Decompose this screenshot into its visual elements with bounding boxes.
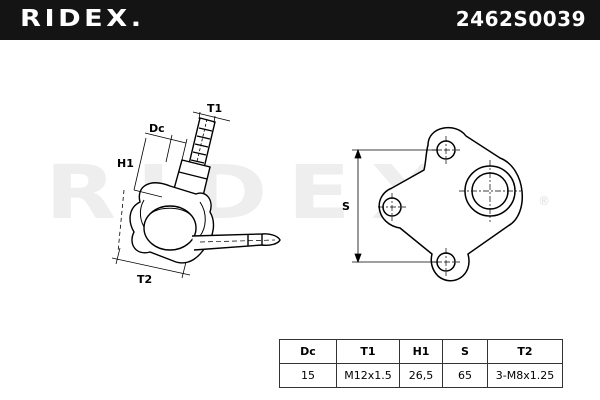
value-h1: 26,5	[399, 363, 443, 388]
value-t2: 3-M8x1.25	[487, 363, 563, 388]
label-t2: T2	[137, 273, 152, 286]
label-s: S	[342, 200, 350, 213]
specs-value-row: 15 M12x1.5 26,5 65 3-M8x1.25	[279, 363, 563, 388]
mounting-arm	[191, 233, 281, 251]
header-h1: H1	[399, 339, 443, 364]
label-dc: Dc	[149, 122, 165, 135]
value-t1: M12x1.5	[336, 363, 400, 388]
header-bar: RIDEX. 2462S0039	[0, 0, 600, 40]
header-t1: T1	[336, 339, 400, 364]
watermark-registered-mark: ®	[538, 194, 550, 208]
ball-housing	[143, 205, 197, 251]
value-s: 65	[442, 363, 488, 388]
specs-table: Dc T1 H1 S T2 15 M12x1.5 26,5 65 3-M8x1.…	[279, 339, 563, 388]
ridex-watermark: RIDEX	[45, 150, 462, 236]
specs-header-row: Dc T1 H1 S T2	[279, 339, 563, 364]
ridex-logo: RIDEX.	[20, 6, 145, 32]
header-dc: Dc	[279, 339, 337, 364]
header-s: S	[442, 339, 488, 364]
label-t1: T1	[207, 102, 222, 115]
part-number: 2462S0039	[455, 7, 586, 31]
threaded-stud	[188, 117, 216, 169]
header-t2: T2	[487, 339, 563, 364]
top-view: S	[342, 126, 523, 282]
s-dimension	[352, 148, 440, 264]
side-dimensions	[111, 111, 231, 279]
value-dc: 15	[279, 363, 337, 388]
label-h1: H1	[117, 157, 134, 170]
side-view: Dc T1 H1 T2	[111, 102, 281, 286]
